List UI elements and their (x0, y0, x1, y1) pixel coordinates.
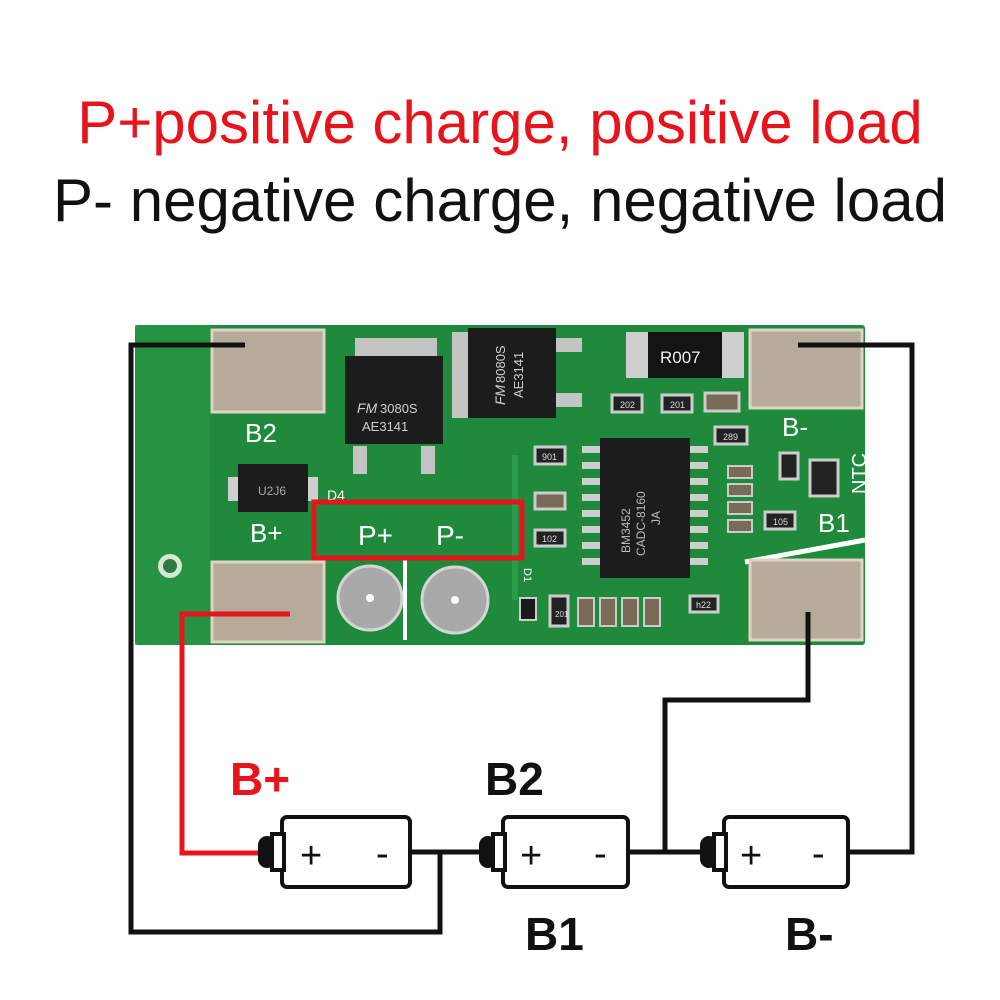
protection-ic: BM3452 CADC-8160 JA (582, 438, 708, 578)
mosfet-right-part: 8080S (493, 345, 508, 383)
svg-text:201: 201 (555, 610, 569, 619)
wire-b-plus (179, 611, 290, 856)
mosfet-right-code: AE3141 (511, 352, 526, 398)
svg-text:901: 901 (542, 452, 557, 462)
label-b-minus: B- (785, 908, 834, 960)
label-b1: B1 (525, 908, 584, 960)
silk-b1: B1 (818, 508, 850, 538)
svg-text:201: 201 (670, 400, 685, 410)
battery-cell-3: + - (700, 815, 850, 889)
output-pad-p-plus (336, 564, 404, 632)
battery-3-plus: + (740, 835, 762, 877)
mosfet-right: FM 8080S AE3141 (452, 328, 582, 418)
smd-row-top: 202 201 289 901 102 105 201 h22 D4 D1 (327, 391, 840, 628)
ic-pin (690, 462, 708, 469)
battery-2-minus: - (594, 833, 607, 875)
ic-pin (690, 510, 708, 517)
silk-p-plus: P+ (358, 520, 393, 551)
ic-pin (582, 494, 600, 501)
wire-b2 (128, 342, 482, 935)
label-b2: B2 (485, 753, 544, 805)
silk-ntc: NTC (849, 453, 871, 494)
pad-b-minus (748, 328, 864, 410)
svg-text:BM3452: BM3452 (619, 508, 633, 553)
ic-pin (690, 446, 708, 453)
sot-diode: U2J6 (228, 464, 318, 512)
battery-2-plus: + (520, 835, 542, 877)
mosfet-left-brand: FM (357, 400, 378, 416)
mosfet-left: FM 3080S AE3141 (345, 338, 443, 474)
ic-pin (582, 478, 600, 485)
svg-text:h22: h22 (696, 600, 711, 610)
svg-text:CADC-8160: CADC-8160 (634, 491, 648, 556)
title-positive: P+positive charge, positive load (77, 89, 923, 156)
resistor-marking: R007 (660, 348, 701, 367)
svg-text:289: 289 (723, 432, 738, 442)
svg-text:D1: D1 (521, 568, 533, 582)
svg-text:U2J6: U2J6 (258, 484, 286, 498)
wire-b1 (662, 612, 811, 852)
battery-3-minus: - (812, 833, 825, 875)
resistor-main: R007 (626, 332, 744, 378)
ic-pin (582, 446, 600, 453)
svg-text:102: 102 (542, 534, 557, 544)
wires (128, 342, 915, 935)
battery-cell-1: + - (258, 815, 412, 889)
ic-pin (582, 462, 600, 469)
battery-cell-2: + - (479, 815, 630, 889)
svg-text:JA: JA (649, 511, 663, 525)
pad-b-plus (210, 560, 326, 644)
ic-pin (690, 494, 708, 501)
svg-text:D4: D4 (327, 487, 345, 503)
svg-text:105: 105 (773, 517, 788, 527)
pad-b2 (210, 328, 326, 414)
output-highlight-box: P+ P- (311, 499, 525, 561)
label-b-plus: B+ (230, 753, 290, 805)
svg-text:202: 202 (620, 400, 635, 410)
ic-pin (690, 526, 708, 533)
ic-pin (582, 526, 600, 533)
ic-pin (582, 510, 600, 517)
ic-pin (690, 558, 708, 565)
silk-b2: B2 (245, 418, 277, 448)
battery-1-minus: - (376, 833, 389, 875)
ic-pin (582, 558, 600, 565)
mosfet-left-part: 3080S (380, 401, 418, 416)
silk-b-minus: B- (782, 412, 808, 442)
mosfet-right-brand: FM (492, 384, 508, 405)
ic-pin (690, 542, 708, 549)
title-negative: P- negative charge, negative load (53, 167, 947, 234)
silk-p-minus: P- (436, 520, 464, 551)
silk-b-plus: B+ (250, 518, 283, 548)
battery-1-plus: + (300, 835, 322, 877)
mosfet-left-code: AE3141 (362, 419, 408, 434)
output-pad-p-minus (420, 565, 490, 635)
ic-pin (690, 478, 708, 485)
ic-pin (582, 542, 600, 549)
wire-b-minus (798, 342, 915, 855)
